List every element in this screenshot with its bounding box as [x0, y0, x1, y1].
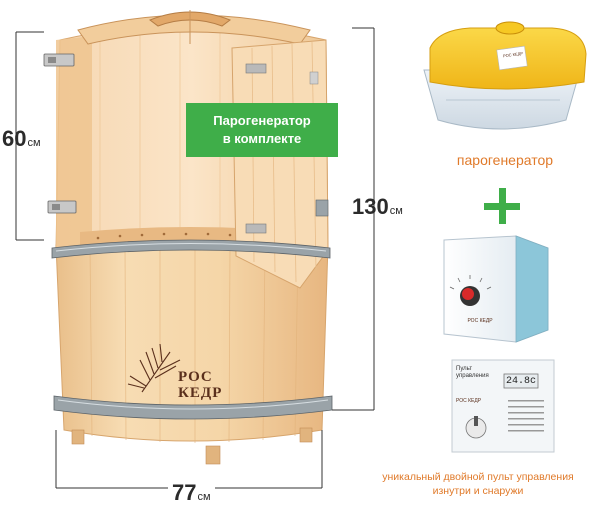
logo-line-2: КЕДР	[178, 385, 223, 401]
barrel-band-right-mid	[315, 199, 329, 217]
remote-display: 24.8c	[505, 376, 536, 387]
badge-line-2: в комплекте	[222, 131, 302, 146]
remote-caption: уникальный двойной пульт управления изну…	[360, 470, 596, 498]
barrel-latch-top	[43, 53, 75, 67]
control-box-label: РОС КЕДР	[467, 318, 493, 324]
barrel-lid	[77, 10, 311, 45]
steam-generator-caption: парогенератор	[456, 152, 554, 168]
roskedr-logo-text: РОС КЕДР	[178, 369, 222, 401]
barrel-feet	[71, 427, 313, 465]
dimension-label-60: 60см	[2, 126, 41, 151]
logo-line-1: РОС	[178, 369, 213, 385]
badge-line-1: Парогенератор	[213, 113, 311, 128]
steam-generator-included-badge: Парогенератор в комплекте	[186, 103, 338, 157]
remote-panel-image	[451, 359, 555, 453]
remote-logo: РОС КЕДР	[456, 398, 482, 404]
barrel-latch-bottom	[47, 200, 77, 214]
barrel-band-upper	[51, 239, 331, 259]
steam-generator-image	[423, 21, 587, 130]
dimension-label-77: 77см	[168, 482, 215, 504]
remote-caption-line-2: изнутри и снаружи	[432, 485, 524, 497]
control-box-image	[443, 235, 549, 343]
roskedr-logo-tree	[127, 343, 181, 393]
plus-icon	[484, 188, 520, 224]
dimension-label-130: 130см	[352, 194, 403, 219]
remote-caption-line-1: уникальный двойной пульт управления	[382, 471, 574, 483]
remote-title: Пульт управления	[456, 366, 489, 379]
